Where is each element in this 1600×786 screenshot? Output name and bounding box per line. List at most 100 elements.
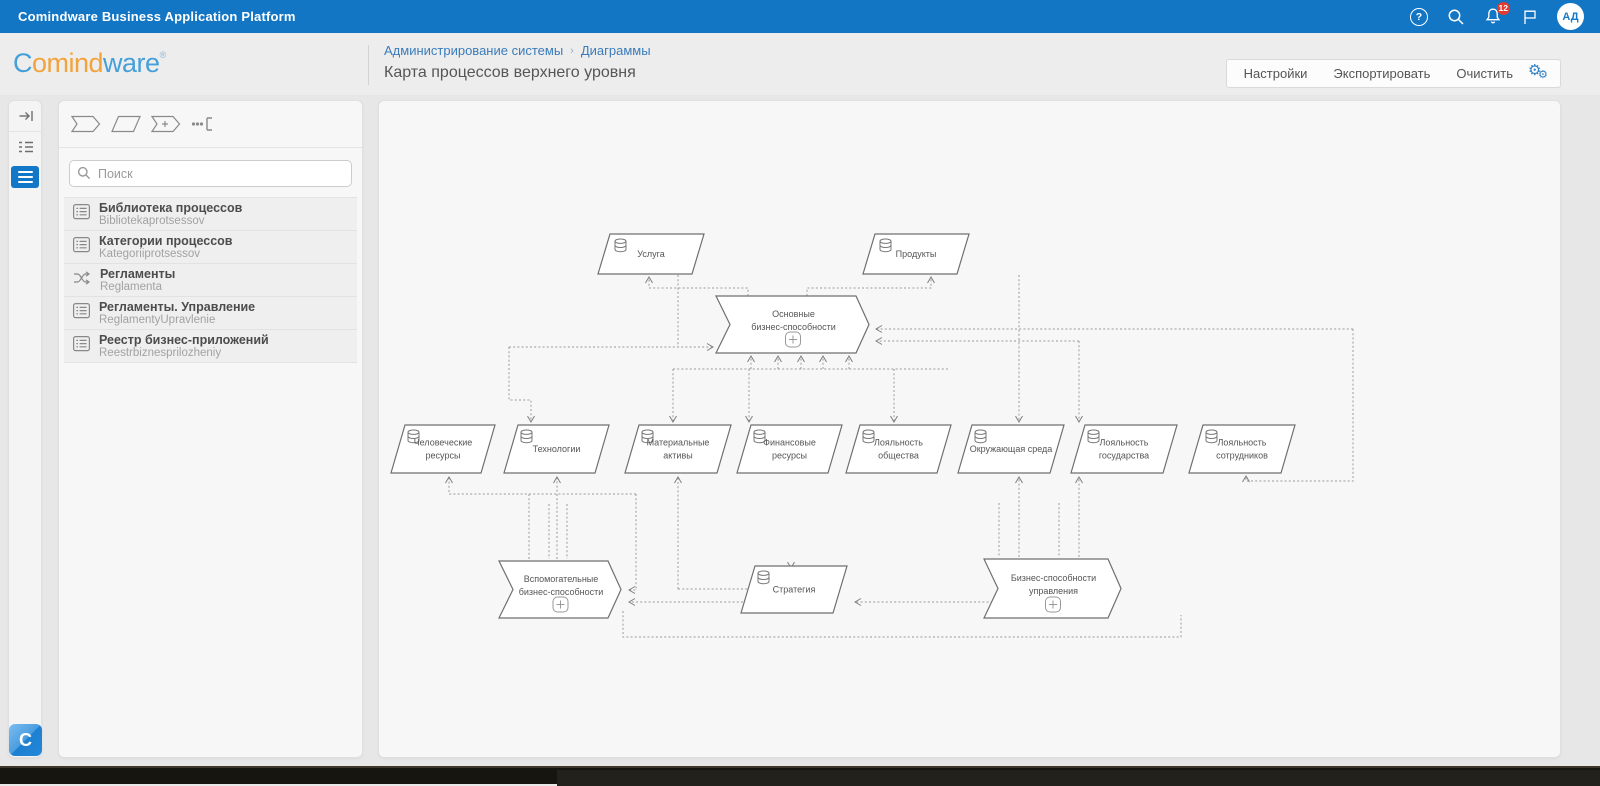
- diagram-node-loysot[interactable]: Лояльность сотрудников: [1188, 424, 1296, 474]
- collection-shape-icon[interactable]: [191, 115, 217, 133]
- database-icon: [862, 429, 875, 444]
- connector-arrowhead: [845, 355, 853, 363]
- connector-arrowhead: [527, 415, 535, 423]
- diagram-node-usluga[interactable]: Услуга: [597, 233, 705, 275]
- form-icon: [73, 237, 91, 258]
- clear-button[interactable]: Очистить: [1456, 66, 1513, 81]
- user-avatar[interactable]: АД: [1557, 3, 1584, 30]
- menu-hamburger-icon-active[interactable]: [11, 166, 39, 188]
- palette-item-title: Регламенты. Управление: [99, 300, 256, 314]
- connector-arrowhead: [706, 343, 714, 351]
- connector-arrowhead: [774, 355, 782, 363]
- connector-arrowhead: [745, 415, 753, 423]
- diagram-node-tech[interactable]: Технологии: [503, 424, 610, 474]
- actions-toolbar: Настройки Экспортировать Очистить ⚙ ⚙: [1225, 59, 1561, 88]
- horizontal-scrollbar[interactable]: [0, 766, 1600, 786]
- database-icon: [614, 238, 627, 253]
- diagram-node-upravl[interactable]: Бизнес-способности управления: [983, 558, 1122, 619]
- expand-plus-button[interactable]: [785, 331, 801, 348]
- settings-button[interactable]: Настройки: [1243, 66, 1308, 81]
- node-label: бизнес-способности: [751, 322, 836, 332]
- node-label: управления: [1029, 586, 1078, 596]
- shuffle-icon: [73, 270, 91, 291]
- node-label: Окружающая среда: [970, 444, 1053, 454]
- palette-item-title: Категории процессов: [99, 234, 233, 248]
- node-label: сотрудников: [1216, 451, 1268, 461]
- node-label: Материальные: [647, 438, 710, 448]
- parallelogram-shape-icon[interactable]: [111, 115, 141, 133]
- diagram-node-produkty[interactable]: Продукты: [862, 233, 970, 275]
- diagram-node-okr[interactable]: Окружающая среда: [957, 424, 1065, 474]
- shapes-panel: Библиотека процессовBibliotekaprotsessov…: [58, 100, 363, 758]
- notifications-bell-icon[interactable]: 12: [1483, 1, 1510, 27]
- breadcrumb-separator: ›: [570, 44, 574, 57]
- search-input[interactable]: [69, 160, 352, 187]
- database-icon: [1205, 429, 1218, 444]
- node-label: Лояльность: [874, 438, 923, 448]
- node-label: Продукты: [896, 249, 937, 259]
- palette-item-subtitle: Bibliotekaprotsessov: [99, 215, 205, 227]
- connector-arrowhead: [854, 598, 862, 606]
- connector-arrowhead: [797, 355, 805, 363]
- collapse-panel-icon[interactable]: [9, 101, 43, 132]
- database-icon: [1087, 429, 1100, 444]
- connector-arrowhead: [890, 415, 898, 423]
- node-label: ресурсы: [772, 451, 807, 461]
- node-label: Стратегия: [773, 585, 816, 595]
- chevron-shape-icon[interactable]: [71, 115, 101, 133]
- form-icon: [73, 303, 91, 324]
- chevron-plus-shape-icon[interactable]: [151, 115, 181, 133]
- expand-plus-button[interactable]: [1045, 596, 1061, 613]
- top-app-bar: Comindware Business Application Platform…: [0, 0, 1600, 33]
- export-button[interactable]: Экспортировать: [1333, 66, 1431, 81]
- diagram-connector: [508, 347, 532, 422]
- node-label: Лояльность: [1217, 438, 1266, 448]
- database-icon: [974, 429, 987, 444]
- search-icon[interactable]: [1446, 7, 1466, 27]
- database-icon: [520, 429, 533, 444]
- diagram-connector: [648, 277, 749, 296]
- node-label: Основные: [772, 309, 815, 319]
- node-label: Человеческие: [414, 438, 473, 448]
- left-rail: C: [8, 100, 43, 758]
- diagram-node-strateg[interactable]: Стратегия: [740, 565, 848, 614]
- scrollbar-thumb[interactable]: [557, 770, 1600, 786]
- header-divider: [368, 45, 369, 85]
- node-label: Бизнес-способности: [1011, 573, 1096, 583]
- notification-badge: 12: [1496, 1, 1510, 15]
- app-title: Comindware Business Application Platform: [18, 9, 296, 24]
- help-icon[interactable]: ?: [1409, 7, 1429, 27]
- breadcrumb-link-admin[interactable]: Администрирование системы: [384, 43, 564, 58]
- diagram-node-osnovnye[interactable]: Основные бизнес-способности: [715, 295, 870, 354]
- flag-icon[interactable]: [1520, 7, 1540, 27]
- search-input-icon: [77, 166, 91, 185]
- checklist-icon[interactable]: [9, 132, 43, 162]
- palette-item-subtitle: Reestrbiznesprilozheniy: [99, 347, 222, 359]
- comindware-chat-button[interactable]: C: [9, 724, 42, 756]
- connector-arrowhead: [819, 355, 827, 363]
- connector-arrowhead: [645, 276, 653, 284]
- comindware-logo: Comindware®: [13, 48, 166, 78]
- connector-arrowhead: [875, 325, 883, 333]
- expand-plus-button[interactable]: [552, 596, 569, 613]
- connector-arrowhead: [1242, 475, 1250, 483]
- gear-settings-icon[interactable]: ⚙ ⚙: [1528, 61, 1548, 81]
- connector-arrowhead: [747, 355, 755, 363]
- breadcrumb: Администрирование системы › Диаграммы: [384, 43, 651, 58]
- diagram-connector: [448, 477, 636, 495]
- palette-item-subtitle: ReglamentyUpravlenie: [99, 314, 216, 326]
- breadcrumb-link-diagrams[interactable]: Диаграммы: [580, 43, 651, 58]
- connector-arrowhead: [445, 476, 453, 484]
